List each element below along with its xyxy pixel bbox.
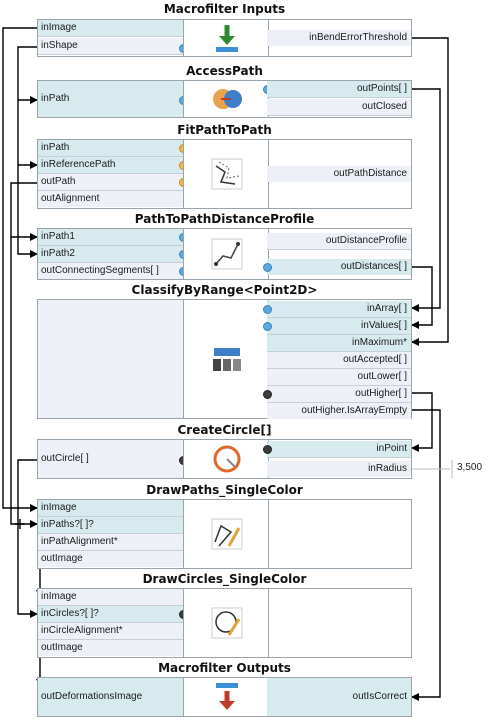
block-title: FitPathToPath	[177, 123, 272, 137]
port-outPathDistance[interactable]: outPathDistance	[267, 166, 411, 182]
block-title: AccessPath	[186, 64, 263, 78]
radius-value[interactable]: 3,500	[457, 462, 483, 473]
port-outPoints[interactable]: outPoints[ ]	[267, 81, 411, 98]
port-inArray[interactable]: inArray[ ]	[267, 301, 411, 318]
port-outHigher-isArrayEmpty[interactable]: outHigher.IsArrayEmpty	[267, 403, 411, 419]
port-outDistances[interactable]: outDistances[ ]	[267, 259, 411, 275]
port-outAccepted[interactable]: outAccepted[ ]	[267, 352, 411, 369]
port-inRadius[interactable]: inRadius	[267, 461, 411, 477]
port-inCircleAlignment[interactable]: inCircleAlignment*	[38, 623, 183, 640]
port-outImage[interactable]: outImage	[38, 640, 183, 656]
port-outHigher[interactable]: outHigher[ ]	[267, 386, 411, 403]
port-connector[interactable]	[263, 305, 272, 314]
port-inBendErrorThreshold[interactable]: inBendErrorThreshold	[267, 30, 411, 46]
port-outDistanceProfile[interactable]: outDistanceProfile	[267, 233, 411, 250]
port-inPath[interactable]: inPath	[38, 81, 183, 117]
classify-icon	[213, 348, 241, 371]
port-inPaths[interactable]: inPaths?[ ]?	[38, 517, 183, 534]
port-connector[interactable]	[263, 390, 272, 399]
port-connector[interactable]	[263, 322, 272, 331]
block-title: DrawPaths_SingleColor	[146, 483, 303, 497]
port-connector[interactable]	[263, 263, 272, 272]
circle-icon	[213, 445, 241, 473]
block-title: DrawCircles_SingleColor	[142, 572, 307, 586]
port-inImage[interactable]: inImage	[38, 589, 183, 606]
fit-path-icon	[211, 158, 243, 190]
port-inPathAlignment[interactable]: inPathAlignment*	[38, 534, 183, 551]
port-outCircle[interactable]: outCircle[ ]	[38, 440, 183, 478]
block-title: Macrofilter Outputs	[158, 661, 291, 675]
port-inShape[interactable]: inShape	[38, 38, 183, 55]
block-title: ClassifyByRange<Point2D>	[131, 283, 318, 297]
port-outDeformationsImage[interactable]: outDeformationsImage	[38, 678, 183, 716]
port-outIsCorrect[interactable]: outIsCorrect	[267, 678, 411, 716]
port-inPath1[interactable]: inPath1	[38, 229, 183, 246]
port-inReferencePath[interactable]: inReferencePath	[38, 157, 183, 174]
port-outPath[interactable]: outPath	[38, 174, 183, 191]
distance-profile-icon	[211, 238, 243, 270]
port-outImage[interactable]: outImage	[38, 551, 183, 567]
port-outConnectingSegments[interactable]: outConnectingSegments[ ]	[38, 263, 183, 279]
port-connector[interactable]	[263, 445, 272, 454]
block-title: CreateCircle[]	[177, 423, 272, 437]
port-inImage[interactable]: inImage	[38, 500, 183, 517]
port-outAlignment[interactable]: outAlignment	[38, 191, 183, 207]
port-outLower[interactable]: outLower[ ]	[267, 369, 411, 386]
draw-path-icon	[211, 518, 243, 550]
download-arrow-icon	[216, 25, 238, 52]
block-title: PathToPathDistanceProfile	[134, 212, 315, 226]
port-outClosed[interactable]: outClosed	[267, 99, 411, 116]
port-inPoint[interactable]: inPoint	[267, 441, 411, 458]
port-inPath[interactable]: inPath	[38, 140, 183, 157]
port-inCircles[interactable]: inCircles?[ ]?	[38, 606, 183, 623]
draw-circle-icon	[211, 607, 243, 639]
port-inValues[interactable]: inValues[ ]	[267, 318, 411, 335]
access-path-icon	[213, 89, 242, 109]
port-inImage[interactable]: inImage	[38, 20, 183, 37]
port-inPath2[interactable]: inPath2	[38, 246, 183, 263]
upload-arrow-icon	[216, 683, 238, 710]
port-inMaximum[interactable]: inMaximum*	[267, 335, 411, 352]
block-title: Macrofilter Inputs	[163, 2, 286, 16]
